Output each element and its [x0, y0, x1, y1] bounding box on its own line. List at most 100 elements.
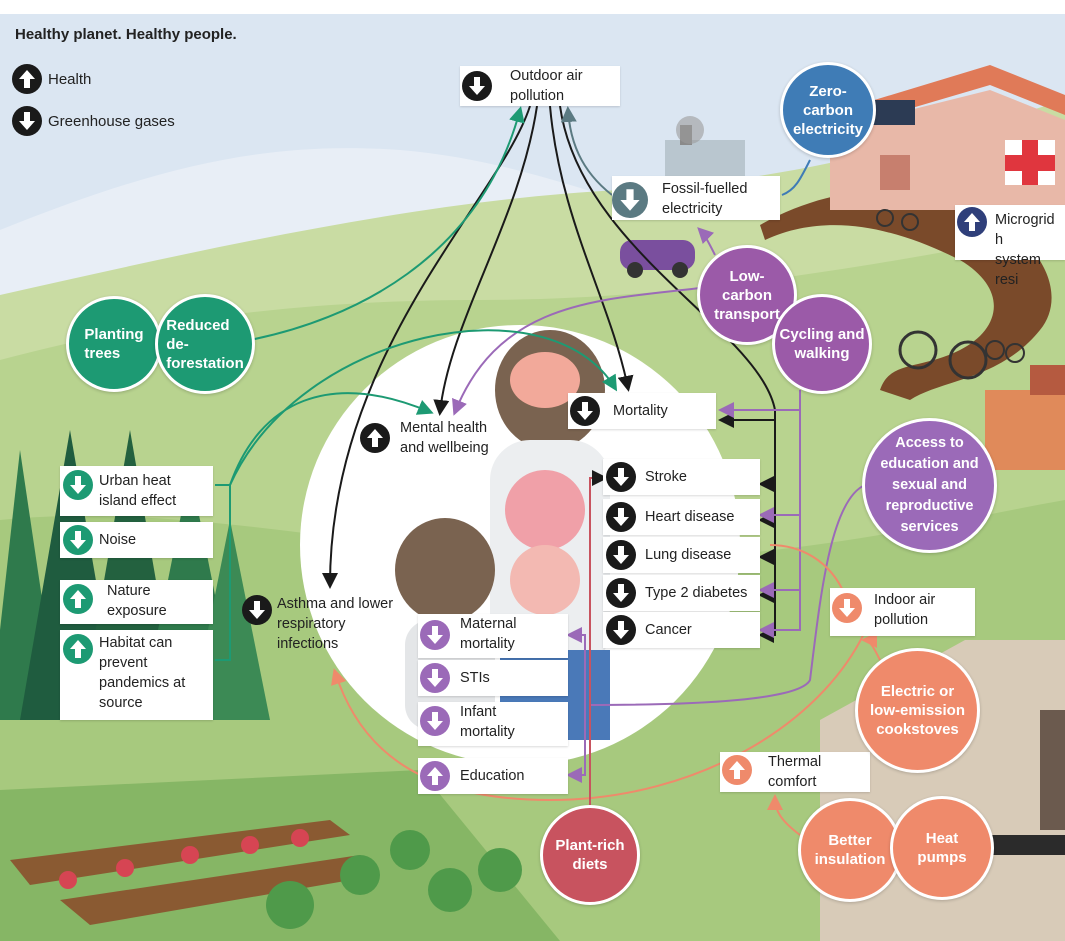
bubble-cookstoves: Electric or low-emission cookstoves [855, 648, 980, 773]
line-cycling-right [758, 390, 801, 638]
line-air-asthma [322, 105, 531, 589]
line-left-mental [215, 484, 231, 661]
label-nature-exposure: Nature exposure [60, 580, 213, 624]
mental-health-text: Mental health and wellbeing [400, 420, 489, 456]
habitat-text: Habitat can prevent pandemics at source [99, 635, 186, 711]
arrow-down-icon [606, 502, 636, 532]
label-stis: STIs [418, 660, 568, 696]
school-building [985, 365, 1065, 470]
label-stroke: Stroke [603, 459, 760, 495]
line-transport-fossil [697, 227, 716, 256]
arrow-down-icon [570, 396, 600, 426]
arrow-down-icon [606, 578, 636, 608]
arrow-down-icon [420, 663, 450, 693]
line-air-right [559, 105, 776, 643]
label-habitat: Habitat can prevent pandemics at source [60, 630, 213, 720]
arrow-down-icon [420, 620, 450, 650]
arrow-down-icon [606, 462, 636, 492]
label-cancer: Cancer [603, 612, 760, 648]
bubble-plant-rich-diets: Plant-rich diets [540, 805, 640, 905]
page-title: Healthy planet. Healthy people. [15, 26, 237, 43]
arrow-down-icon [612, 182, 648, 218]
line-air-mental [433, 105, 538, 416]
line-zero-fossil [781, 159, 811, 196]
line-trees-air [249, 106, 525, 341]
line-air-mortality [549, 105, 634, 392]
line-transport-mental [452, 287, 701, 416]
bubble-reduced-deforestation: Reduced de- forestation [155, 294, 255, 394]
bubble-low-carbon-transport: Low- carbon transport [697, 245, 797, 345]
bubble-better-insulation: Better insulation [798, 798, 902, 902]
bubble-heat-pumps: Heat pumps [890, 796, 994, 900]
arrow-down-icon [242, 595, 272, 625]
legend-greenhouse: Greenhouse gases [12, 106, 175, 136]
arrow-down-icon [63, 470, 93, 500]
line-access [589, 484, 866, 706]
line-indoor-asthma [331, 619, 871, 802]
arrow-up-icon [63, 634, 93, 664]
stroke-text: Stroke [645, 469, 687, 485]
line-diets [589, 470, 608, 820]
infant-text: Infant mortality [460, 704, 515, 740]
arrow-up-icon [12, 64, 42, 94]
label-maternal-mortality: Maternal mortality [418, 614, 568, 658]
fossil-electricity-text: Fossil-fuelled electricity [662, 181, 748, 217]
indoor-air-text: Indoor air pollution [874, 592, 936, 628]
microgrid-text: Microgrid h system resi [995, 212, 1055, 288]
thermal-text: Thermal comfort [768, 754, 822, 790]
bubble-access-education: Access to education and sexual and repro… [862, 418, 997, 553]
nature-text: Nature exposure [107, 583, 167, 619]
arrow-down-icon [832, 593, 862, 623]
legend-greenhouse-label: Greenhouse gases [48, 112, 175, 130]
maternal-text: Maternal mortality [460, 616, 517, 652]
arrow-up-icon [420, 761, 450, 791]
label-lung-disease: Lung disease [603, 537, 760, 573]
type2-text: Type 2 diabetes [645, 585, 748, 601]
arrow-down-icon [63, 525, 93, 555]
heart-disease-text: Heart disease [645, 509, 735, 525]
label-heart-disease: Heart disease [603, 499, 760, 535]
label-noise: Noise [60, 522, 213, 558]
mortality-text: Mortality [613, 403, 668, 419]
label-mortality: Mortality [568, 393, 716, 429]
cancer-text: Cancer [645, 622, 692, 638]
label-thermal-comfort: Thermal comfort [720, 752, 870, 792]
outdoor-air-text: Outdoor air pollution [510, 68, 583, 104]
label-outdoor-air-pollution: Outdoor air pollution [460, 66, 620, 106]
line-insulation-thermal [767, 794, 801, 836]
arrow-down-icon [462, 71, 492, 101]
label-infant-mortality: Infant mortality [418, 702, 568, 746]
line-fossil-air [560, 106, 613, 196]
line-indoor-right [769, 544, 846, 596]
label-microgrid: Microgrid h system resi [955, 205, 1065, 288]
arrow-down-icon [606, 540, 636, 570]
arrow-down-icon [420, 706, 450, 736]
bubble-zero-carbon: Zero- carbon electricity [780, 62, 876, 158]
bubble-planting-trees: Planting trees [66, 296, 162, 392]
cyclists [876, 209, 1025, 380]
legend-health: Health [12, 64, 91, 94]
label-type2-diabetes: Type 2 diabetes [603, 575, 760, 611]
legend-health-label: Health [48, 70, 92, 88]
arrow-up-icon [360, 423, 390, 453]
urban-heat-text: Urban heat island effect [99, 473, 177, 509]
lung-disease-text: Lung disease [645, 547, 732, 563]
arrow-up-icon [722, 755, 752, 785]
arrow-up-icon [63, 584, 93, 614]
arrow-down-icon [12, 106, 42, 136]
vegetable-garden [0, 770, 560, 941]
electric-car [620, 240, 695, 278]
education-text: Education [460, 768, 525, 784]
bubble-cycling-walking: Cycling and walking [772, 294, 872, 394]
stis-text: STIs [460, 670, 490, 686]
noise-text: Noise [99, 532, 137, 548]
arrow-up-icon [957, 207, 987, 237]
asthma-text: Asthma and lower respiratory infections [277, 596, 394, 652]
arrow-down-icon [606, 615, 636, 645]
label-mental-health: Mental health and wellbeing [360, 418, 490, 458]
hospital-building [815, 65, 1065, 210]
label-indoor-air: Indoor air pollution [830, 588, 975, 636]
line-cookstove-indoor [861, 632, 881, 661]
label-asthma: Asthma and lower respiratory infections [240, 590, 410, 658]
